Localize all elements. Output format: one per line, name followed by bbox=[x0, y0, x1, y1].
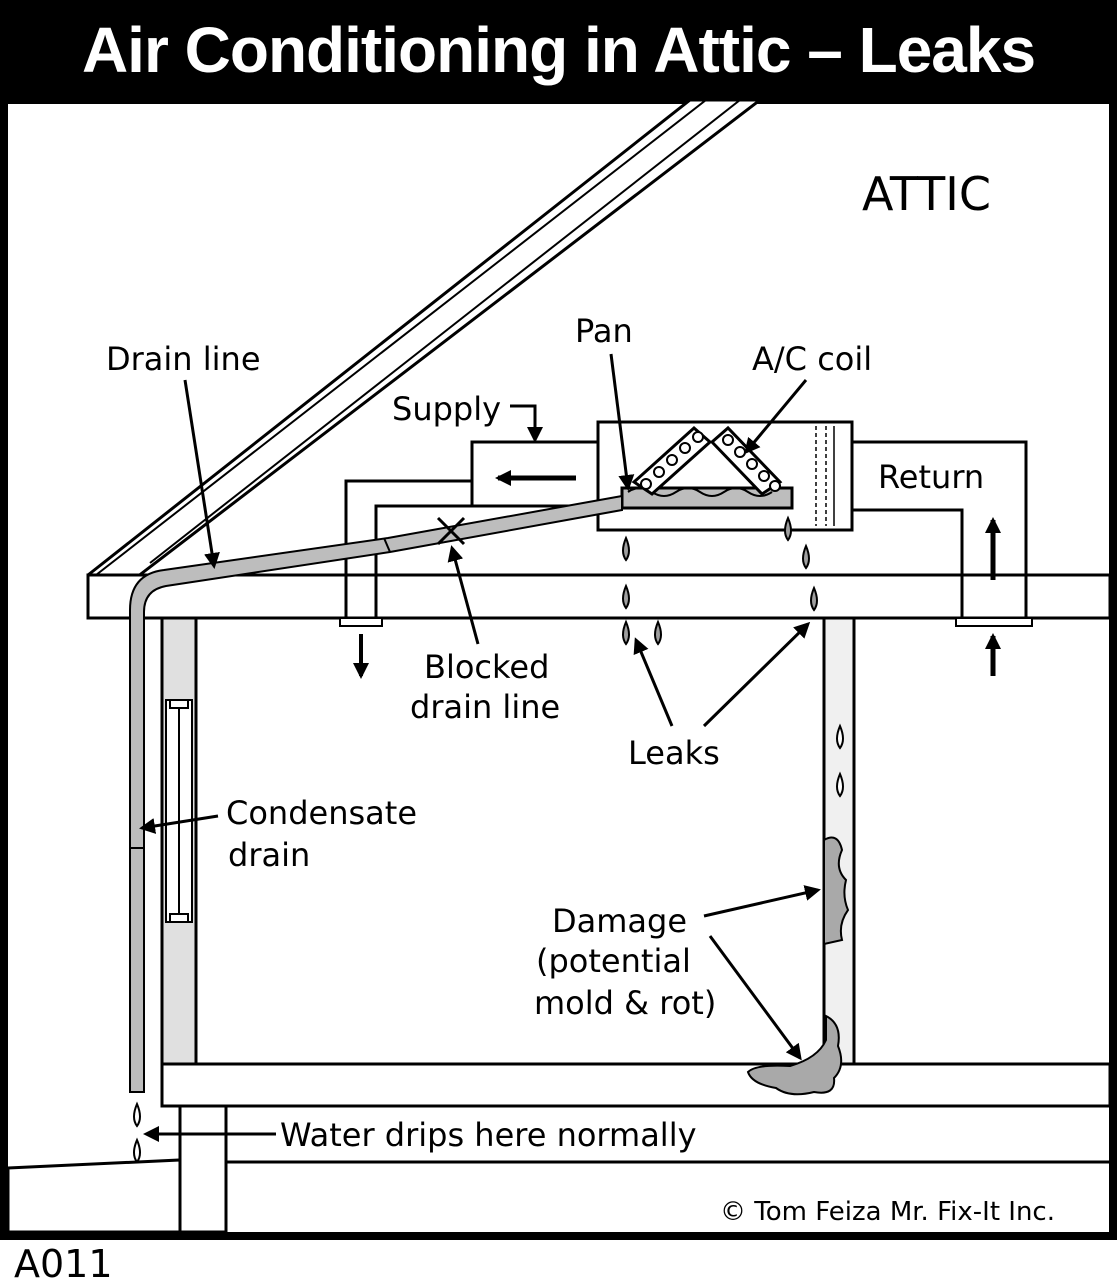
label-condensate-1: Condensate bbox=[226, 794, 417, 832]
label-supply: Supply bbox=[392, 390, 501, 428]
supply-duct bbox=[339, 440, 600, 627]
figure-code: A011 bbox=[14, 1242, 113, 1286]
floor-joist bbox=[6, 1062, 1112, 1234]
label-pan: Pan bbox=[575, 312, 633, 350]
leader-arrows bbox=[139, 353, 821, 1142]
water-drops bbox=[133, 515, 844, 1164]
label-damage-3: mold & rot) bbox=[534, 984, 716, 1022]
label-water-drips: Water drips here normally bbox=[280, 1116, 697, 1154]
label-attic: ATTIC bbox=[862, 167, 991, 221]
blockage-x-icon bbox=[436, 516, 466, 546]
label-blocked-1: Blocked bbox=[424, 648, 549, 686]
label-condensate-2: drain bbox=[228, 836, 310, 874]
label-blocked-2: drain line bbox=[410, 688, 560, 726]
roof-rafter bbox=[86, 100, 763, 592]
title-bar: Air Conditioning in Attic – Leaks bbox=[0, 0, 1117, 100]
label-drain-line: Drain line bbox=[106, 340, 261, 378]
page-title: Air Conditioning in Attic – Leaks bbox=[81, 14, 1036, 86]
damage-patch-floor bbox=[746, 1014, 843, 1096]
frame-border bbox=[0, 100, 1117, 1240]
damage-patch-wall bbox=[823, 836, 850, 946]
label-return: Return bbox=[878, 458, 984, 496]
drain-line bbox=[129, 494, 623, 1093]
label-ac-coil: A/C coil bbox=[752, 340, 872, 378]
label-leaks: Leaks bbox=[628, 734, 720, 772]
left-wall bbox=[160, 616, 198, 1066]
copyright-text: © Tom Feiza Mr. Fix-It Inc. bbox=[720, 1197, 1055, 1227]
label-damage-2: (potential bbox=[536, 942, 691, 980]
attic-diagram: ATTIC Drain line Pan A/C coil Supply Ret… bbox=[0, 100, 1117, 1240]
ac-coil bbox=[631, 425, 783, 496]
ceiling-joist bbox=[86, 573, 1112, 620]
label-damage-1: Damage bbox=[552, 902, 687, 940]
return-duct bbox=[852, 440, 1033, 676]
